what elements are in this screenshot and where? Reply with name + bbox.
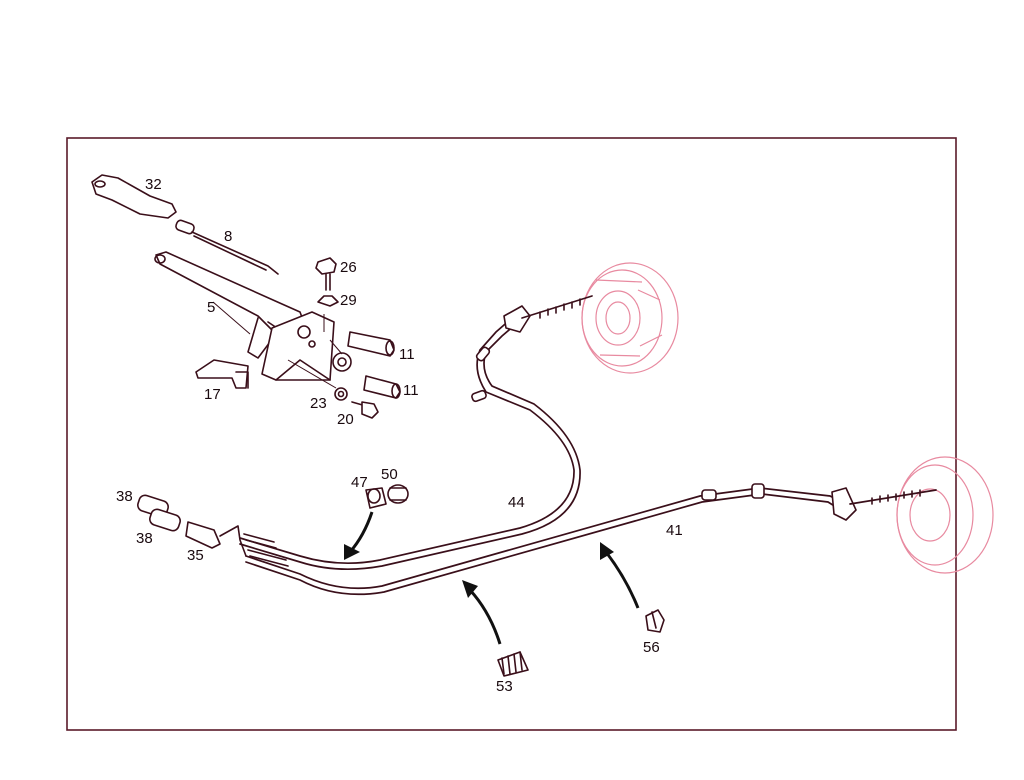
washer-23 xyxy=(334,387,348,401)
bolt-20 xyxy=(351,401,379,419)
clip-29 xyxy=(317,295,339,307)
label-50: 50 xyxy=(381,466,398,483)
bolt-26 xyxy=(315,257,337,291)
lever-bracket xyxy=(261,311,335,381)
boot-53 xyxy=(497,651,529,677)
grommet-47 xyxy=(365,487,387,509)
label-29: 29 xyxy=(340,292,357,309)
bracket-17 xyxy=(195,359,249,389)
clip-56 xyxy=(645,609,665,633)
label-35: 35 xyxy=(187,547,204,564)
arrow-53-to-cable xyxy=(462,580,502,645)
brake-drum-lower xyxy=(896,456,994,574)
label-53: 53 xyxy=(496,678,513,695)
pin-11-upper xyxy=(347,331,395,357)
cable-ends-38 xyxy=(137,494,181,532)
label-32: 32 xyxy=(145,176,162,193)
label-11-upper: 11 xyxy=(399,346,415,363)
diagram-frame xyxy=(66,137,957,731)
equalizer-35 xyxy=(185,521,289,567)
handle-grip-32 xyxy=(91,174,177,219)
label-38-upper: 38 xyxy=(116,488,133,505)
label-5: 5 xyxy=(207,299,215,316)
label-8: 8 xyxy=(224,228,232,245)
label-23: 23 xyxy=(310,395,327,412)
label-38-lower: 38 xyxy=(136,530,153,547)
label-17: 17 xyxy=(204,386,221,403)
bushing xyxy=(332,352,352,372)
arrow-47-to-cable xyxy=(344,511,374,560)
label-20: 20 xyxy=(337,411,354,428)
grommet-50 xyxy=(387,484,409,504)
label-11-lower: 11 xyxy=(403,382,419,399)
cable-44 xyxy=(239,295,593,571)
arrow-56-to-cable xyxy=(600,542,640,609)
push-rod-8 xyxy=(175,219,279,275)
cable-41 xyxy=(245,483,937,596)
label-41: 41 xyxy=(666,522,683,539)
label-47: 47 xyxy=(351,474,368,491)
pin-11-lower xyxy=(363,375,401,399)
label-26: 26 xyxy=(340,259,357,276)
brake-drum-upper xyxy=(581,262,679,374)
label-56: 56 xyxy=(643,639,660,656)
label-44: 44 xyxy=(508,494,525,511)
